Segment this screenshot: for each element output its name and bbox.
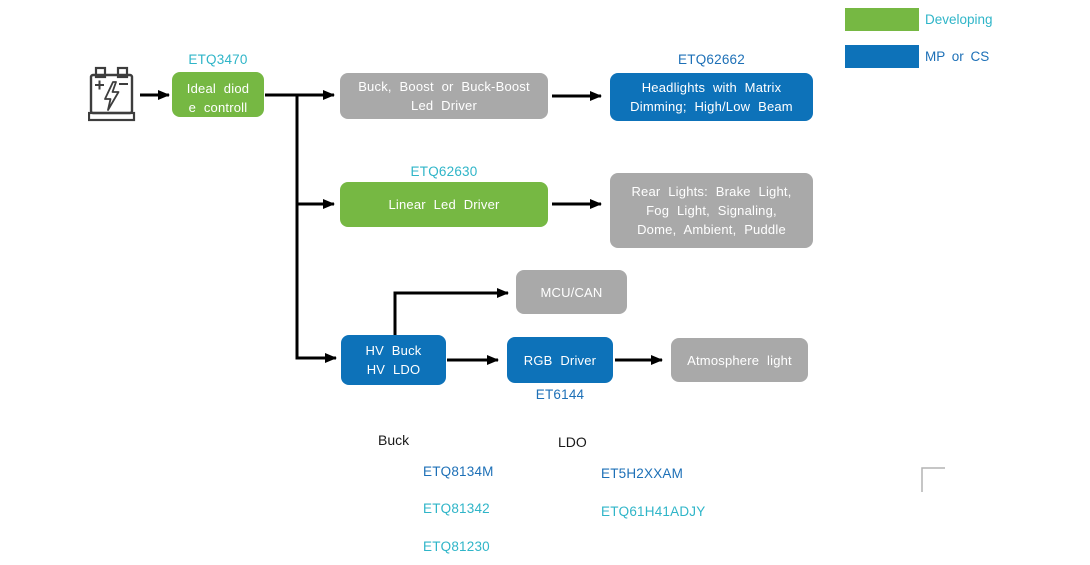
node-headlights-matrix-dimming: Headlights with Matrix Dimming; High/Low…: [610, 73, 813, 121]
node-hv-buck-hv-ldo: HV Buck HV LDO: [341, 335, 446, 385]
legend-swatch-mp-cs: [845, 45, 919, 68]
node-linear-led-driver: Linear Led Driver: [340, 182, 548, 227]
buck-list-title: Buck: [378, 432, 410, 448]
legend-label-mp-cs: MP or CS: [925, 49, 990, 64]
buck-list-item: ETQ81230: [423, 539, 490, 554]
node-ideal-diode-controller: Ideal diod e controll: [172, 72, 264, 117]
part-label-etq62662: ETQ62662: [678, 52, 745, 67]
part-label-et6144: ET6144: [535, 387, 585, 402]
node-buck-boost-led-driver: Buck, Boost or Buck-Boost Led Driver: [340, 73, 548, 119]
node-mcu-can: MCU/CAN: [516, 270, 627, 314]
part-label-etq3470: ETQ3470: [188, 52, 248, 67]
buck-list-item: ETQ8134M: [423, 464, 494, 479]
corner-bracket-mark: [921, 467, 945, 492]
legend-label-developing: Developing: [925, 12, 993, 27]
part-label-etq62630: ETQ62630: [410, 164, 478, 179]
buck-list-item: ETQ81342: [423, 501, 490, 516]
legend-swatch-developing: [845, 8, 919, 31]
node-rear-lights: Rear Lights: Brake Light, Fog Light, Sig…: [610, 173, 813, 248]
ldo-list-title: LDO: [558, 434, 587, 450]
ldo-list-item: ET5H2XXAM: [601, 466, 684, 481]
node-rgb-driver: RGB Driver: [507, 337, 613, 383]
car-battery-icon: [87, 66, 138, 123]
node-atmosphere-light: Atmosphere light: [671, 338, 808, 382]
ldo-list-item: ETQ61H41ADJY: [601, 504, 706, 519]
